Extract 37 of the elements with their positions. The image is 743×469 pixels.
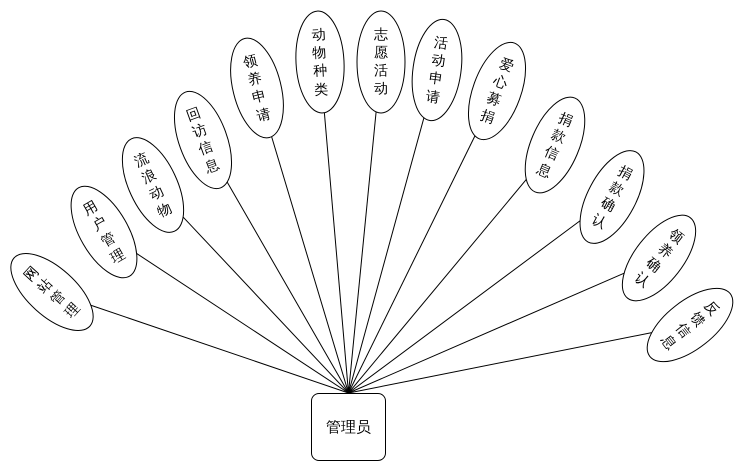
attribute-ellipse	[412, 19, 462, 121]
node-label: 管理员	[326, 418, 371, 436]
node-label: 流浪动物	[131, 148, 175, 221]
attribute-ellipse	[524, 96, 586, 194]
connector-line	[348, 220, 581, 394]
attribute-ellipse	[70, 186, 138, 278]
attribute-ellipse	[174, 90, 232, 190]
connector-line	[348, 111, 377, 394]
attribute-ellipse	[468, 42, 526, 140]
attribute-ellipse	[622, 214, 696, 302]
node-label: 爱心募捐	[478, 54, 516, 128]
connector-line	[324, 112, 349, 394]
connector-line	[182, 216, 349, 394]
attribute-ellipse	[122, 137, 184, 233]
connector-line	[226, 182, 349, 394]
node-label: 反馈信息	[657, 296, 723, 353]
attribute-ellipse	[230, 38, 284, 138]
node-label: 领养申请	[241, 50, 273, 125]
connector-line	[271, 136, 349, 394]
connector-line	[348, 117, 424, 394]
node-label: 捐款信息	[534, 108, 576, 182]
attribute-ellipse	[295, 10, 345, 114]
attribute-ellipse	[646, 288, 734, 362]
connector-line	[348, 332, 652, 394]
connector-line	[348, 272, 625, 394]
node-label: 回访信息	[184, 103, 222, 176]
attribute-ellipse	[10, 253, 94, 331]
connector-line	[348, 135, 476, 394]
node-label: 志愿活动	[374, 26, 388, 98]
entity-box	[311, 393, 386, 461]
attribute-ellipse	[580, 150, 644, 244]
connector-line	[136, 252, 349, 394]
node-label: 动物种类	[311, 25, 329, 99]
attribute-ellipse	[356, 10, 406, 114]
connector-line	[348, 178, 527, 394]
connector-line	[90, 304, 349, 394]
node-label: 活动申请	[425, 32, 449, 107]
